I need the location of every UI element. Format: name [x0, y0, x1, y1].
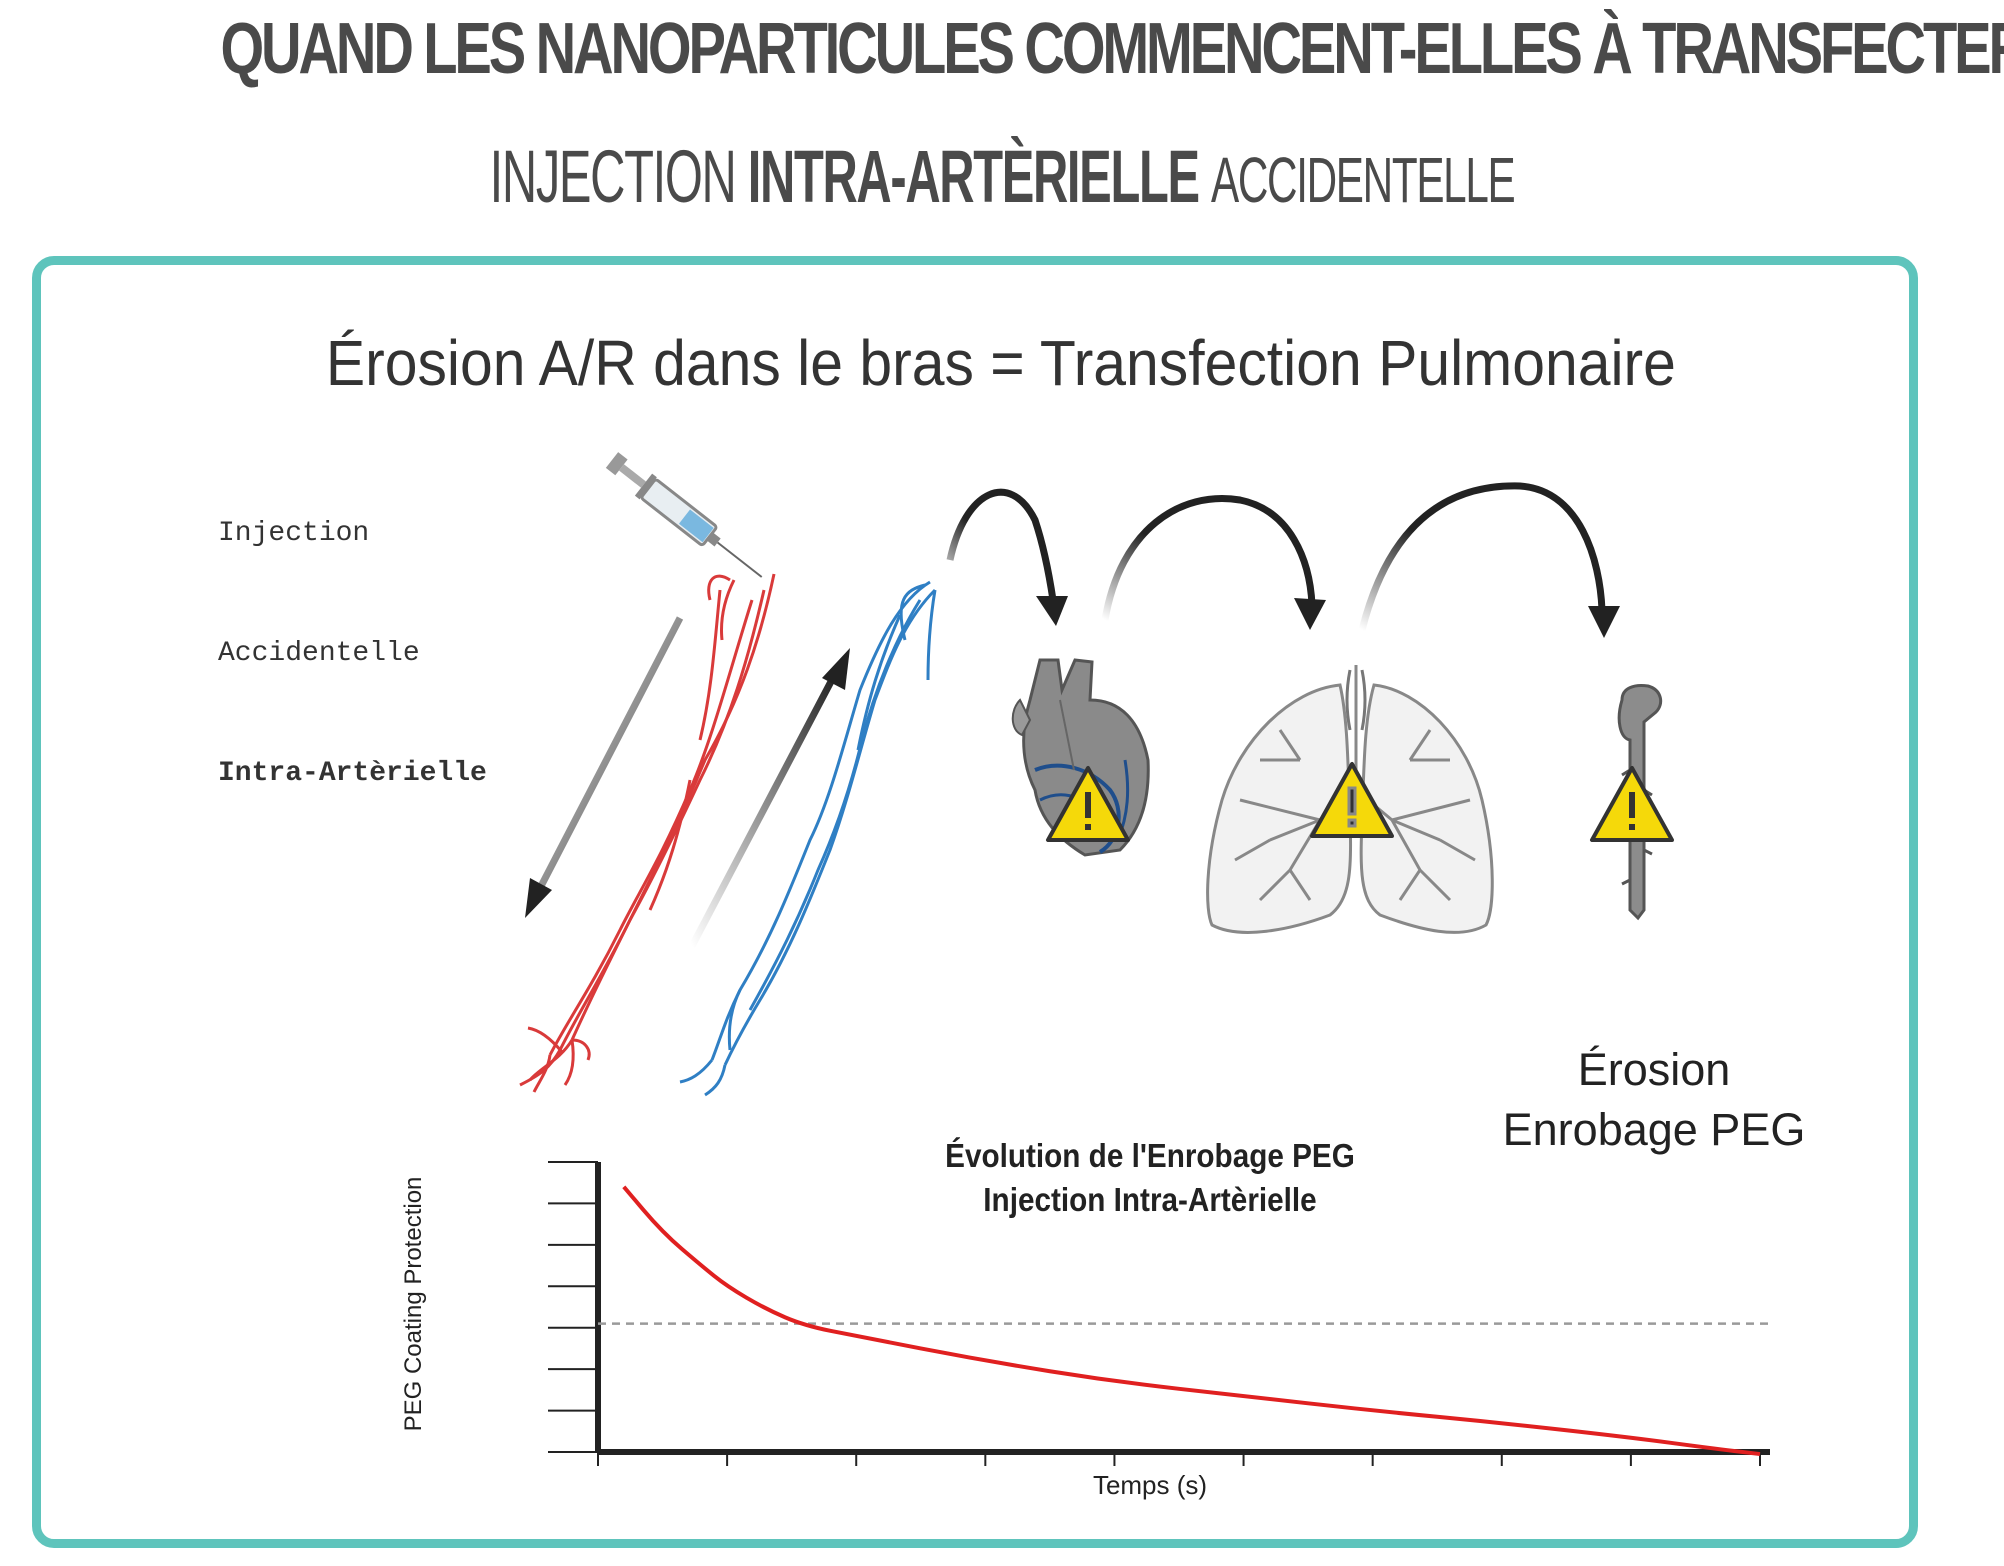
chart-x-label: Temps (s) — [1092, 1470, 1208, 1500]
arrow-to-heart — [946, 488, 1068, 626]
injection-label-line: Intra-Artèrielle — [218, 758, 487, 789]
subtitle-prefix: INJECTION — [489, 135, 737, 218]
arrow-up-right — [688, 648, 850, 948]
page-title: QUAND LES NANOPARTICULES COMMENCENT-ELLE… — [220, 9, 2004, 89]
peg-chart — [548, 1161, 1770, 1466]
warning-icon — [1590, 766, 1674, 842]
arm-vein-icon — [679, 580, 937, 1097]
page-subtitle: INJECTION INTRA-ARTÈRIELLE ACCIDENTELLE — [341, 134, 1664, 219]
heart-icon — [1011, 658, 1150, 857]
subtitle-emphasis: INTRA-ARTÈRIELLE — [747, 135, 1200, 218]
arrow-to-aorta — [1358, 482, 1620, 638]
lungs-icon — [1206, 665, 1494, 934]
arm-artery-icon — [519, 573, 776, 1093]
arrow-to-lungs — [1101, 495, 1326, 630]
erosion-label-line: Érosion — [1577, 1044, 1731, 1095]
injection-label-line: Accidentelle — [218, 638, 420, 669]
chart-series-line — [622, 1185, 1761, 1457]
erosion-label: Érosion Enrobage PEG — [1484, 1040, 1824, 1160]
aorta-icon — [1590, 684, 1674, 921]
syringe-icon — [605, 452, 763, 578]
injection-label-line: Injection — [218, 518, 370, 549]
injection-label: Injection Accidentelle Intra-Artèrielle — [218, 434, 487, 834]
panel-heading: Érosion A/R dans le bras = Transfection … — [325, 327, 1676, 399]
chart-title: Évolution de l'Enrobage PEG Injection In… — [889, 1134, 1411, 1222]
chart-title-line: Évolution de l'Enrobage PEG — [945, 1137, 1355, 1174]
erosion-label-line: Enrobage PEG — [1502, 1104, 1806, 1155]
chart-y-label: PEG Coating Protection — [400, 1176, 427, 1432]
chart-title-line: Injection Intra-Artèrielle — [983, 1181, 1317, 1218]
diagram-panel — [32, 256, 1918, 1548]
arrow-down-left — [525, 616, 684, 918]
subtitle-suffix: ACCIDENTELLE — [1210, 144, 1516, 216]
